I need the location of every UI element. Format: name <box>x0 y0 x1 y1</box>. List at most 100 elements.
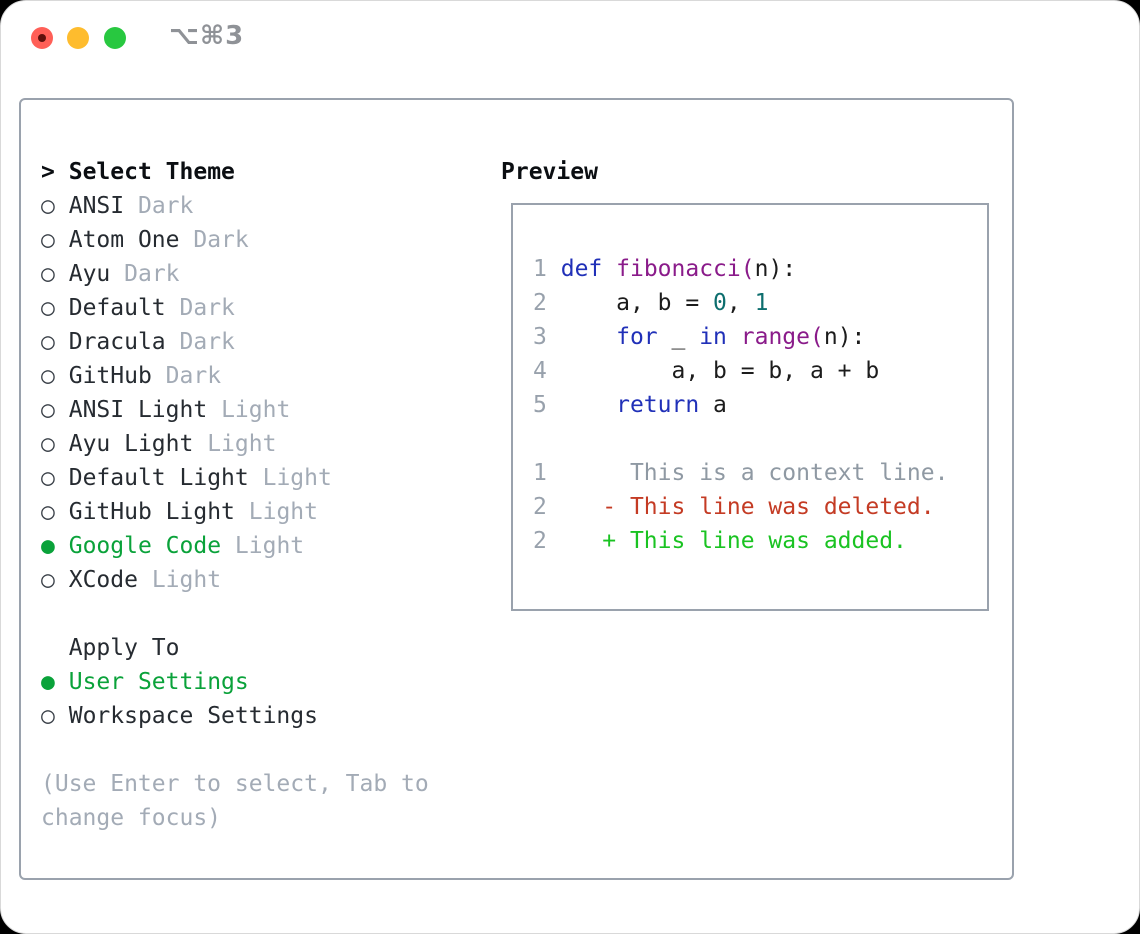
theme-option-github-dark[interactable]: ○ GitHub Dark <box>41 359 429 393</box>
close-button[interactable] <box>31 27 53 49</box>
diff-line: 1 This is a context line. <box>533 456 987 490</box>
code-line: 3 for _ in range(n): <box>533 320 987 354</box>
theme-option-ayu-dark[interactable]: ○ Ayu Dark <box>41 257 429 291</box>
code-token: a, b = b, a + b <box>560 358 880 384</box>
code-token: range( <box>740 324 824 350</box>
radio-icon: ○ <box>41 499 55 525</box>
theme-option-xcode-light[interactable]: ○ XCode Light <box>41 563 429 597</box>
radio-icon: ● <box>41 669 55 695</box>
theme-name: Atom One <box>68 227 180 253</box>
apply-option-user-settings[interactable]: ● User Settings <box>41 665 429 699</box>
theme-variant: Dark <box>165 363 222 389</box>
code-token: n): <box>754 256 797 282</box>
code-token <box>561 528 603 554</box>
theme-variant: Dark <box>124 261 180 287</box>
radio-icon: ○ <box>41 567 55 593</box>
theme-option-ansi-dark[interactable]: ○ ANSI Dark <box>41 189 429 223</box>
theme-name: Ayu <box>68 261 111 287</box>
theme-name: XCode <box>68 567 138 593</box>
radio-icon: ○ <box>41 261 55 287</box>
radio-icon: ● <box>41 533 55 559</box>
apply-to-header: Apply To <box>41 631 429 665</box>
code-token: - This line was deleted. <box>602 494 935 520</box>
theme-variant: Dark <box>179 329 235 355</box>
code-token: 0 <box>713 290 727 316</box>
code-token: in <box>699 324 727 350</box>
record-dot-icon <box>38 34 46 42</box>
radio-icon: ○ <box>41 363 55 389</box>
theme-variant: Light <box>262 465 332 491</box>
apply-option-label: User Settings <box>68 669 249 695</box>
radio-icon: ○ <box>41 431 55 457</box>
code-token <box>727 324 741 350</box>
code-token: a <box>699 392 727 418</box>
theme-name: GitHub Light <box>68 499 235 525</box>
code-line: 1 def fibonacci(n): <box>533 252 987 286</box>
code-token <box>561 494 603 520</box>
theme-variant: Light <box>248 499 318 525</box>
hint-text: (Use Enter to select, Tab to <box>41 771 429 797</box>
line-number: 2 <box>533 290 547 316</box>
select-theme-header: > Select Theme <box>41 155 429 189</box>
theme-name: GitHub <box>68 363 152 389</box>
window-title: ⌥⌘3 <box>169 21 245 51</box>
spacer <box>533 422 987 456</box>
theme-option-atom-one-dark[interactable]: ○ Atom One Dark <box>41 223 429 257</box>
code-token: n): <box>823 324 866 350</box>
zoom-button[interactable] <box>104 27 126 49</box>
code-token <box>602 256 616 282</box>
theme-name: ANSI <box>68 193 125 219</box>
theme-option-ansi-light-light[interactable]: ○ ANSI Light Light <box>41 393 429 427</box>
line-number: 3 <box>533 324 547 350</box>
theme-variant: Dark <box>193 227 249 253</box>
code-token: def <box>560 256 603 282</box>
code-line: 2 a, b = 0, 1 <box>533 286 987 320</box>
theme-option-ayu-light-light[interactable]: ○ Ayu Light Light <box>41 427 429 461</box>
code-token: for <box>616 324 658 350</box>
theme-name: Google Code <box>68 533 222 559</box>
preview-heading: Preview <box>501 159 598 185</box>
hint-text: change focus) <box>41 805 222 831</box>
theme-option-dracula-dark[interactable]: ○ Dracula Dark <box>41 325 429 359</box>
diff-line: 2 - This line was deleted. <box>533 490 987 524</box>
code-token: return <box>616 392 700 418</box>
radio-icon: ○ <box>41 465 55 491</box>
theme-picker-panel: > Select Theme○ ANSI Dark○ Atom One Dark… <box>19 98 1014 880</box>
theme-name: ANSI Light <box>68 397 208 423</box>
theme-option-google-code-light[interactable]: ● Google Code Light <box>41 529 429 563</box>
line-number: 1 <box>533 256 547 282</box>
code-token: a, b = <box>560 290 714 316</box>
theme-variant: Dark <box>137 193 194 219</box>
theme-option-github-light-light[interactable]: ○ GitHub Light Light <box>41 495 429 529</box>
code-token: _ <box>657 324 700 350</box>
radio-icon: ○ <box>41 227 55 253</box>
theme-variant: Light <box>151 567 222 593</box>
theme-variant: Light <box>234 533 305 559</box>
code-token: + This line was added. <box>602 528 907 554</box>
radio-icon: ○ <box>41 295 55 321</box>
diff-line: 2 + This line was added. <box>533 524 987 558</box>
code-token: 1 <box>754 290 769 316</box>
theme-option-default-dark[interactable]: ○ Default Dark <box>41 291 429 325</box>
select-theme-label: Select Theme <box>68 159 235 185</box>
theme-variant: Light <box>207 431 277 457</box>
theme-name: Default Light <box>68 465 249 491</box>
theme-variant: Dark <box>179 295 235 321</box>
code-token <box>561 392 616 418</box>
theme-option-default-light-light[interactable]: ○ Default Light Light <box>41 461 429 495</box>
line-number: 4 <box>533 358 547 384</box>
line-number: 2 <box>533 528 547 554</box>
apply-option-workspace-settings[interactable]: ○ Workspace Settings <box>41 699 429 733</box>
radio-icon: ○ <box>41 703 55 729</box>
spacer <box>41 597 429 631</box>
theme-name: Default <box>68 295 166 321</box>
code-line: 5 return a <box>533 388 987 422</box>
theme-variant: Light <box>221 397 291 423</box>
radio-icon: ○ <box>41 193 55 219</box>
minimize-button[interactable] <box>67 27 89 49</box>
theme-name: Ayu Light <box>68 431 194 457</box>
code-token <box>561 324 616 350</box>
